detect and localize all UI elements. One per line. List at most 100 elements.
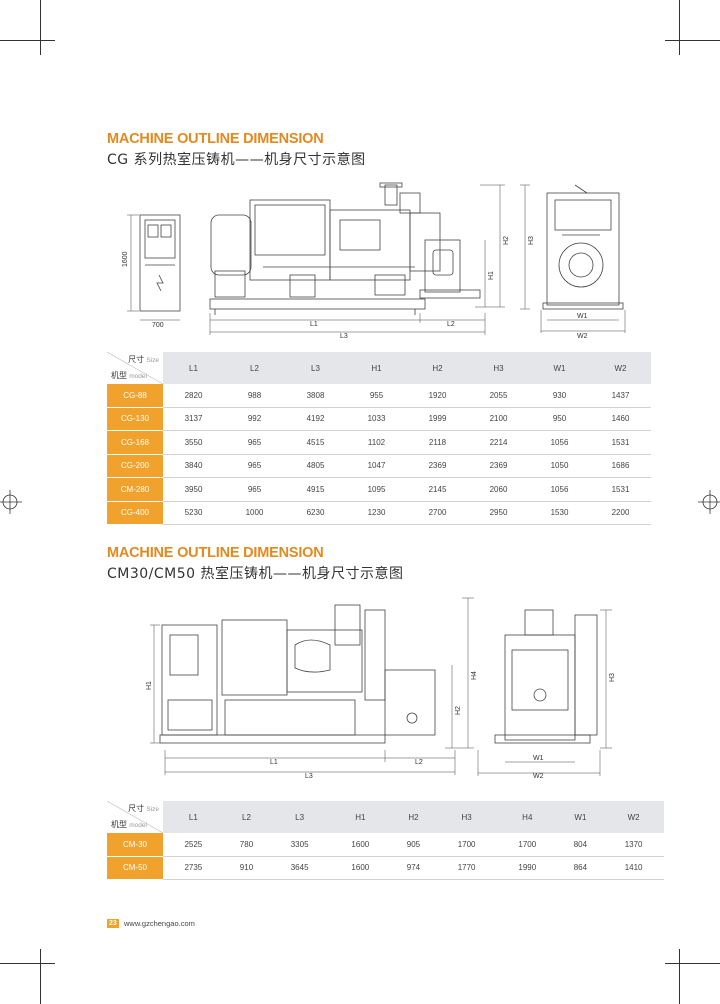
value-cell: 1410 [603,856,664,880]
value-cell: 1530 [529,501,590,525]
column-header: H3 [468,352,529,384]
model-cell: CG-88 [107,384,163,408]
dim-label-h1: H1 [146,681,153,690]
value-cell: 2950 [468,501,529,525]
section-title-cn: CM30/CM50 热室压铸机——机身尺寸示意图 [107,566,404,582]
column-header: H2 [407,352,468,384]
table-row: CG-130 3137 992 4192 1033 1999 2100 950 … [107,407,651,431]
crop-mark [665,963,720,964]
value-cell: 3137 [163,407,224,431]
column-header: W2 [590,352,651,384]
table-corner: 尺寸 Size 机型 model [107,352,163,384]
value-cell: 1531 [590,477,651,502]
value-cell: 780 [223,833,270,857]
table-row: CM-30 2525 780 3305 1600 905 1700 1700 8… [107,833,664,857]
value-cell: 3808 [285,384,346,408]
dim-label-700: 700 [152,322,164,329]
column-header: L2 [223,801,270,833]
value-cell: 1700 [436,833,497,857]
value-cell: 1920 [407,384,468,408]
value-cell: 804 [557,833,604,857]
spec-table-cg: 尺寸 Size 机型 model L1 L2 L3 H1 H2 H3 W1 W2… [107,352,651,525]
value-cell: 2100 [468,407,529,431]
corner-model-en: model [129,822,147,829]
column-header: W2 [603,801,664,833]
value-cell: 2118 [407,430,468,455]
value-cell: 6230 [285,501,346,525]
value-cell: 2145 [407,477,468,502]
value-cell: 4192 [285,407,346,431]
dim-label-l2: L2 [415,759,423,766]
column-header: W1 [529,352,590,384]
value-cell: 1033 [346,407,407,431]
value-cell: 2735 [163,856,224,880]
model-cell: CG-168 [107,430,163,455]
dim-label-l3: L3 [305,773,313,780]
dim-label-w2: W2 [577,333,588,340]
value-cell: 1047 [346,454,407,478]
corner-size-label: 尺寸 [128,355,145,364]
crop-mark [679,0,680,55]
value-cell: 1370 [603,833,664,857]
table-row: CG-168 3550 965 4515 1102 2118 2214 1056… [107,430,651,455]
value-cell: 2525 [163,833,224,857]
dim-label-w1: W1 [577,313,588,320]
value-cell: 1990 [496,856,558,880]
dim-label-h3: H3 [609,673,616,682]
value-cell: 4805 [285,454,346,478]
value-cell: 2369 [468,454,529,478]
dim-label-l2: L2 [447,321,455,328]
model-cell: CM-50 [107,856,163,880]
column-header: H3 [436,801,497,833]
value-cell: 3550 [163,430,224,455]
model-cell: CM-30 [107,833,163,857]
column-header: L3 [285,352,346,384]
value-cell: 1050 [529,454,590,478]
spec-table-cm: 尺寸 Size 机型 model L1 L2 L3 H1 H2 H3 H4 W1… [107,801,664,880]
table-row: CM-50 2735 910 3645 1600 974 1770 1990 8… [107,856,664,880]
value-cell: 3305 [269,833,330,857]
value-cell: 910 [223,856,270,880]
corner-size-en: Size [146,806,159,813]
dim-label-l1: L1 [310,321,318,328]
value-cell: 5230 [163,501,224,525]
value-cell: 1056 [529,477,590,502]
value-cell: 1600 [329,856,391,880]
column-header: L3 [269,801,330,833]
column-header: H2 [390,801,437,833]
table-row: CM-280 3950 965 4915 1095 2145 2060 1056… [107,477,651,502]
column-header: L2 [224,352,285,384]
value-cell: 988 [224,384,285,408]
value-cell: 1700 [496,833,558,857]
value-cell: 1102 [346,430,407,455]
value-cell: 965 [224,477,285,502]
value-cell: 1000 [224,501,285,525]
table-row: CG-88 2820 988 3808 955 1920 2055 930 14… [107,384,651,408]
crop-mark [0,963,55,964]
page-number: 23 [107,919,119,928]
column-header: W1 [557,801,604,833]
value-cell: 4515 [285,430,346,455]
value-cell: 2200 [590,501,651,525]
value-cell: 1230 [346,501,407,525]
model-cell: CG-200 [107,454,163,478]
dim-label-w2: W2 [533,773,544,780]
website-url: www.gzchengao.com [124,919,195,928]
crop-mark [665,40,720,41]
dim-label-h3: H3 [528,236,535,245]
value-cell: 864 [557,856,604,880]
crop-mark [0,40,55,41]
value-cell: 4915 [285,477,346,502]
value-cell: 3840 [163,454,224,478]
value-cell: 1437 [590,384,651,408]
value-cell: 905 [390,833,437,857]
corner-size-en: Size [146,357,159,364]
value-cell: 974 [390,856,437,880]
value-cell: 1095 [346,477,407,502]
value-cell: 965 [224,454,285,478]
model-cell: CG-130 [107,407,163,431]
value-cell: 1531 [590,430,651,455]
model-cell: CG-400 [107,501,163,525]
machine-drawing-cg: 1600 700 L1 L2 L3 H1 H2 H3 W1 W2 [115,175,655,345]
crop-mark [40,0,41,55]
